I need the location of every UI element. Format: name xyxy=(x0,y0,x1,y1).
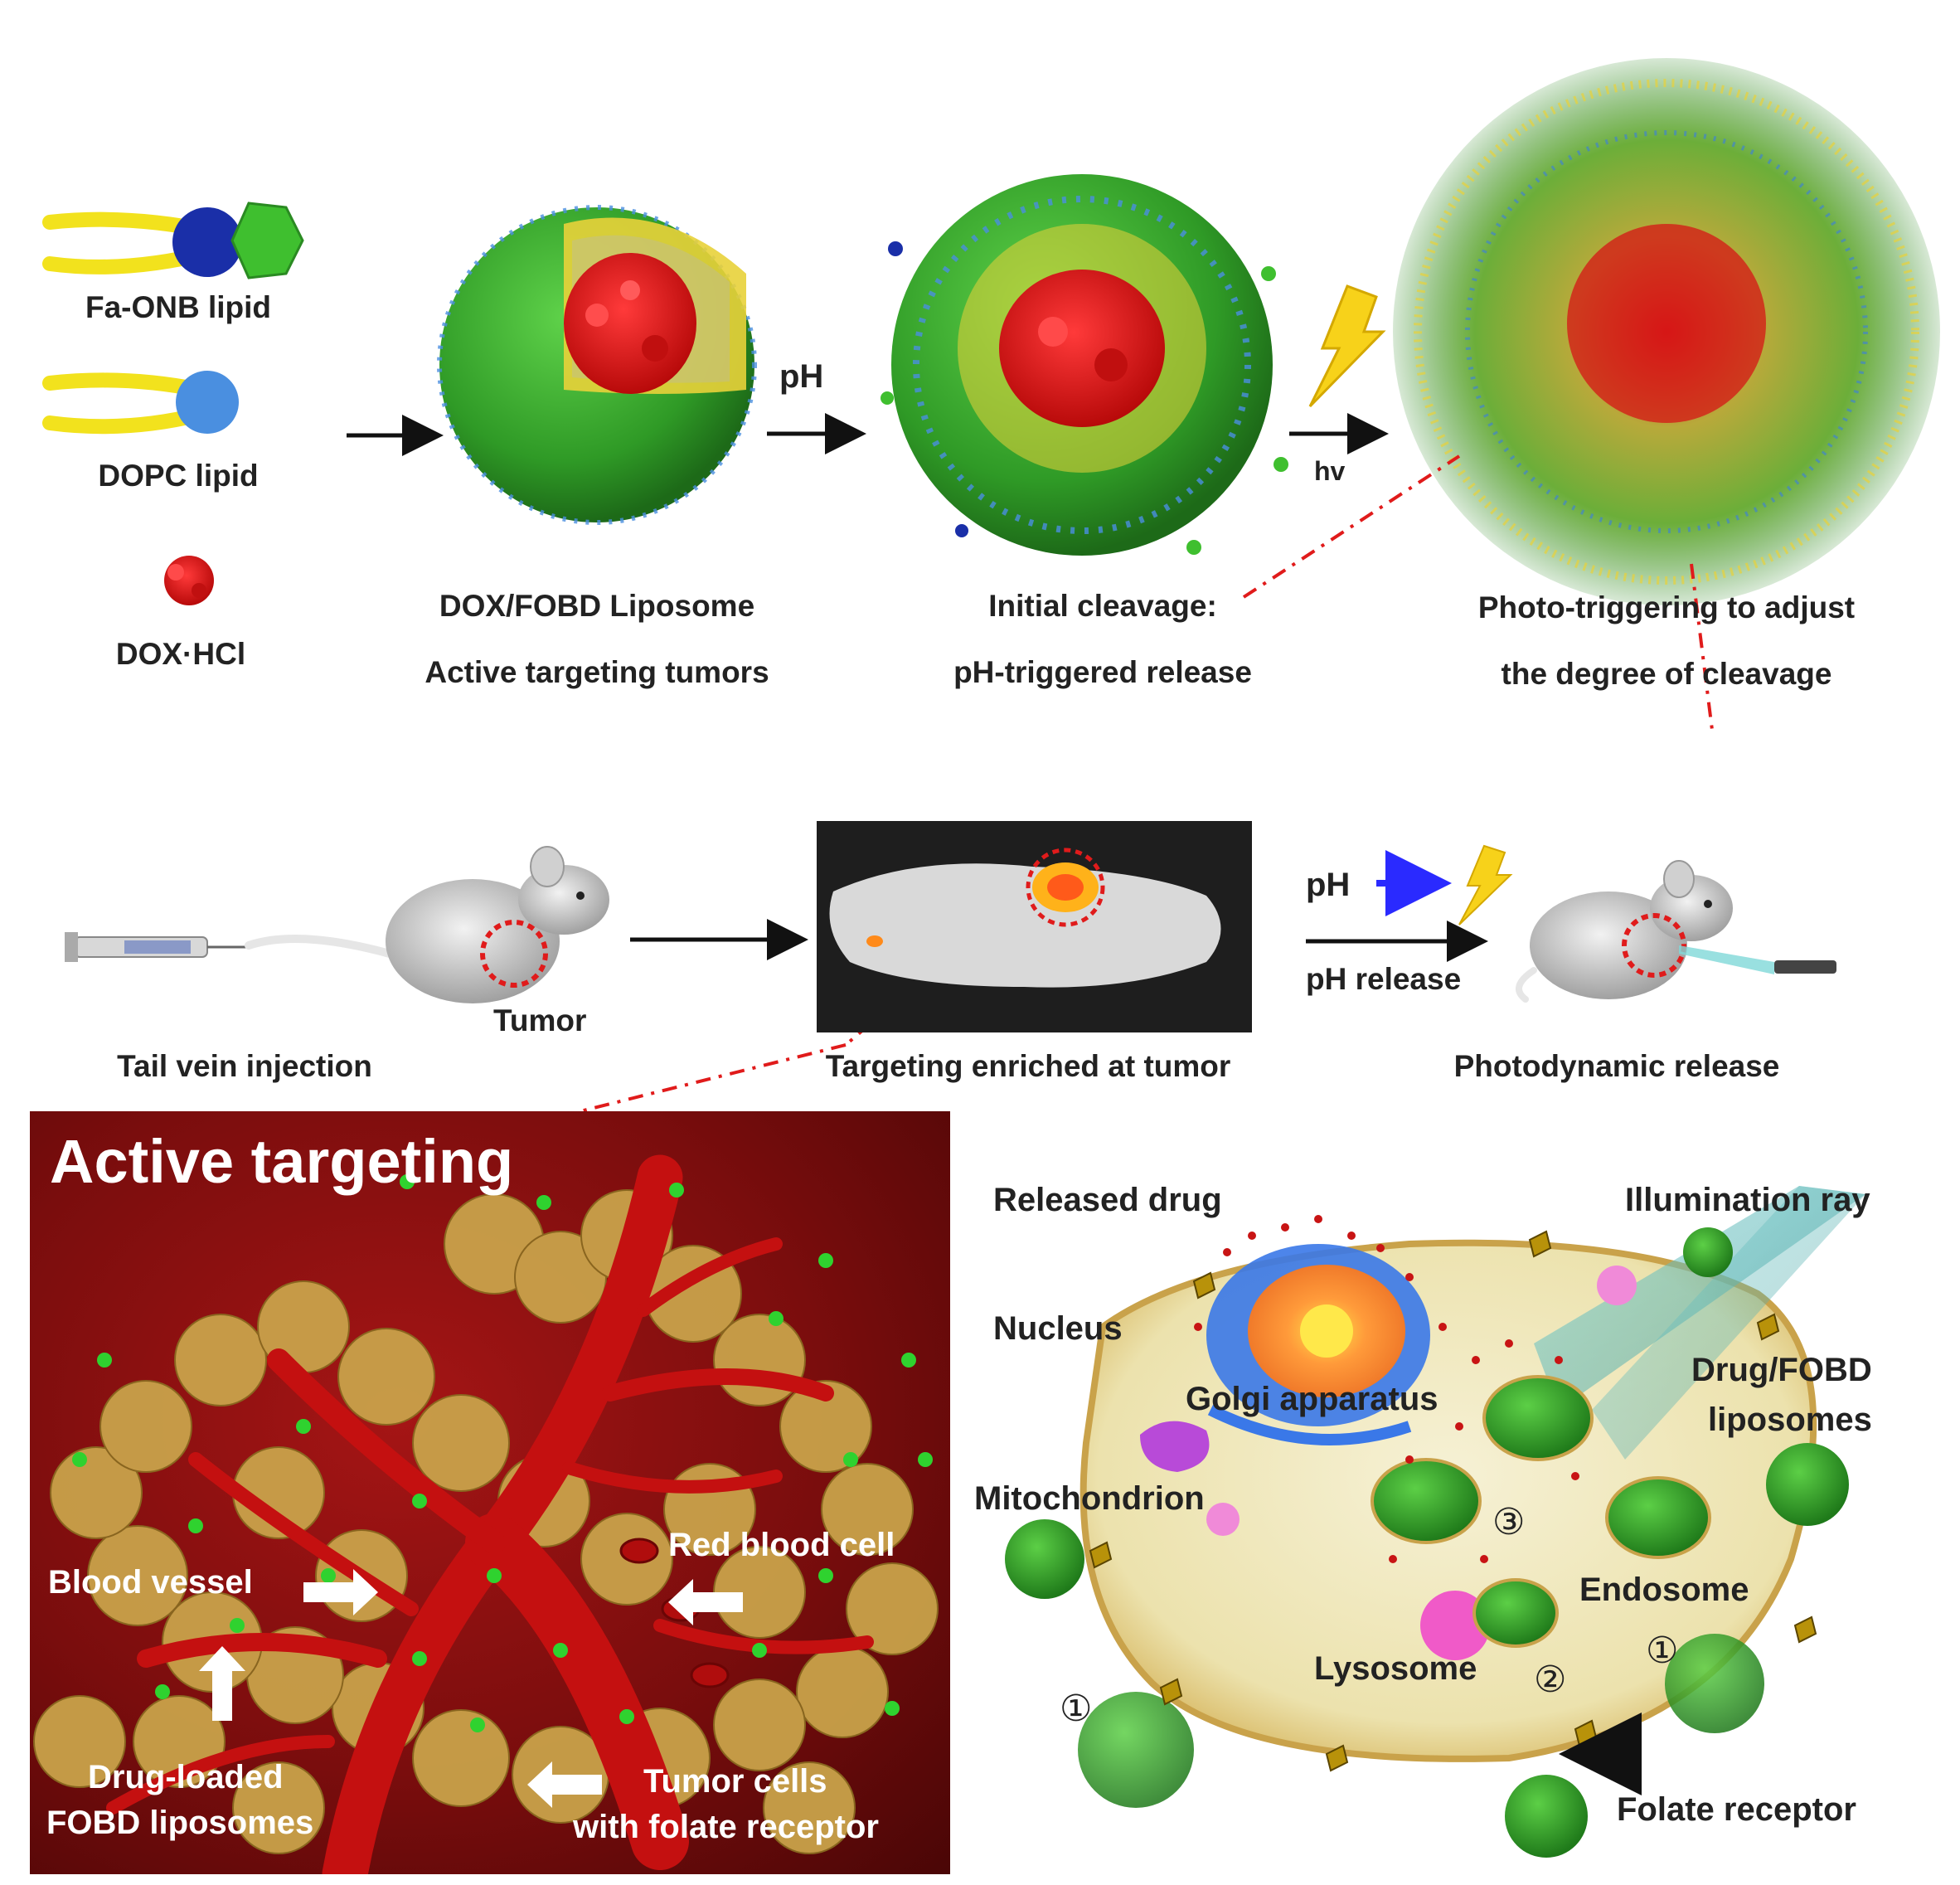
syringe-icon xyxy=(65,932,249,962)
targeting-enriched-label: Targeting enriched at tumor xyxy=(825,1049,1231,1083)
stage3-caption-line2: the degree of cleavage xyxy=(1501,657,1832,691)
folate-receptor-label: Folate receptor xyxy=(1617,1791,1856,1828)
blood-vessel-label: Blood vessel xyxy=(48,1564,253,1601)
step3-marker: ③ xyxy=(1492,1502,1526,1542)
dox-hcl-label: DOX·HCl xyxy=(115,637,246,671)
stage2-caption-line1: Initial cleavage: xyxy=(988,589,1217,623)
light-bolt-icon xyxy=(1308,284,1386,408)
step1-marker-left: ① xyxy=(1060,1688,1093,1729)
fa-onb-lipid-label: Fa-ONB lipid xyxy=(85,290,272,324)
mitochondrion-label: Mitochondrion xyxy=(974,1480,1205,1517)
drug-fobd-label-line2: liposomes xyxy=(1708,1402,1872,1438)
mouse-injection-icon xyxy=(245,846,609,1003)
ph-label: pH xyxy=(1306,867,1351,903)
dox-hcl-icon xyxy=(164,556,214,605)
tumor-label: Tumor xyxy=(493,1003,587,1037)
step2-marker: ② xyxy=(1534,1659,1567,1700)
drug-fobd-label-line1: Drug/FOBD xyxy=(1691,1352,1872,1388)
stage1-caption-line1: DOX/FOBD Liposome xyxy=(439,589,755,623)
stage1-caption-line2: Active targeting tumors xyxy=(425,655,769,689)
released-drug-label: Released drug xyxy=(993,1182,1222,1218)
light-bolt-icon-small xyxy=(1458,844,1513,925)
ph-release-label: pH release xyxy=(1306,962,1462,996)
active-targeting-art xyxy=(33,1154,939,1874)
ph-cleavage-liposome xyxy=(881,174,1288,556)
dopc-lipid-label: DOPC lipid xyxy=(98,459,259,493)
step1-marker-right: ① xyxy=(1646,1630,1679,1671)
tumor-cell-illustration xyxy=(1005,1186,1865,1858)
lysosome-label: Lysosome xyxy=(1314,1650,1477,1687)
nucleus-label: Nucleus xyxy=(993,1310,1123,1347)
drug-loaded-label-line2: FOBD liposomes xyxy=(46,1805,314,1841)
stage3-caption-line1: Photo-triggering to adjust xyxy=(1477,590,1856,624)
active-targeting-panel: Active targeting Blood vessel Red blood … xyxy=(30,1111,950,1874)
tail-vein-injection-label: Tail vein injection xyxy=(117,1049,372,1083)
red-blood-cell-label: Red blood cell xyxy=(668,1527,895,1563)
tumor-cells-label-line2: with folate receptor xyxy=(573,1809,879,1845)
active-targeting-title: Active targeting xyxy=(50,1127,514,1196)
tumor-cells-label-line1: Tumor cells xyxy=(643,1763,827,1800)
dox-fobd-liposome xyxy=(437,205,757,525)
arrow-ph-label: pH xyxy=(779,358,824,395)
dopc-lipid-icon xyxy=(42,371,239,435)
fa-onb-lipid-icon xyxy=(42,202,304,279)
drug-loaded-label-line1: Drug-loaded xyxy=(88,1759,284,1795)
arrow-hv-label: hv xyxy=(1314,456,1346,486)
stage2-caption-line2: pH-triggered release xyxy=(953,655,1252,689)
photo-cleavage-burst xyxy=(1393,58,1940,605)
golgi-apparatus-label: Golgi apparatus xyxy=(1186,1381,1438,1417)
tumor-imaging-photo xyxy=(817,821,1252,1032)
endosome-label: Endosome xyxy=(1579,1572,1749,1608)
mouse-photodynamic-icon xyxy=(1516,860,1836,1003)
photodynamic-release-label: Photodynamic release xyxy=(1453,1049,1780,1083)
illumination-ray-label: Illumination ray xyxy=(1625,1182,1870,1218)
